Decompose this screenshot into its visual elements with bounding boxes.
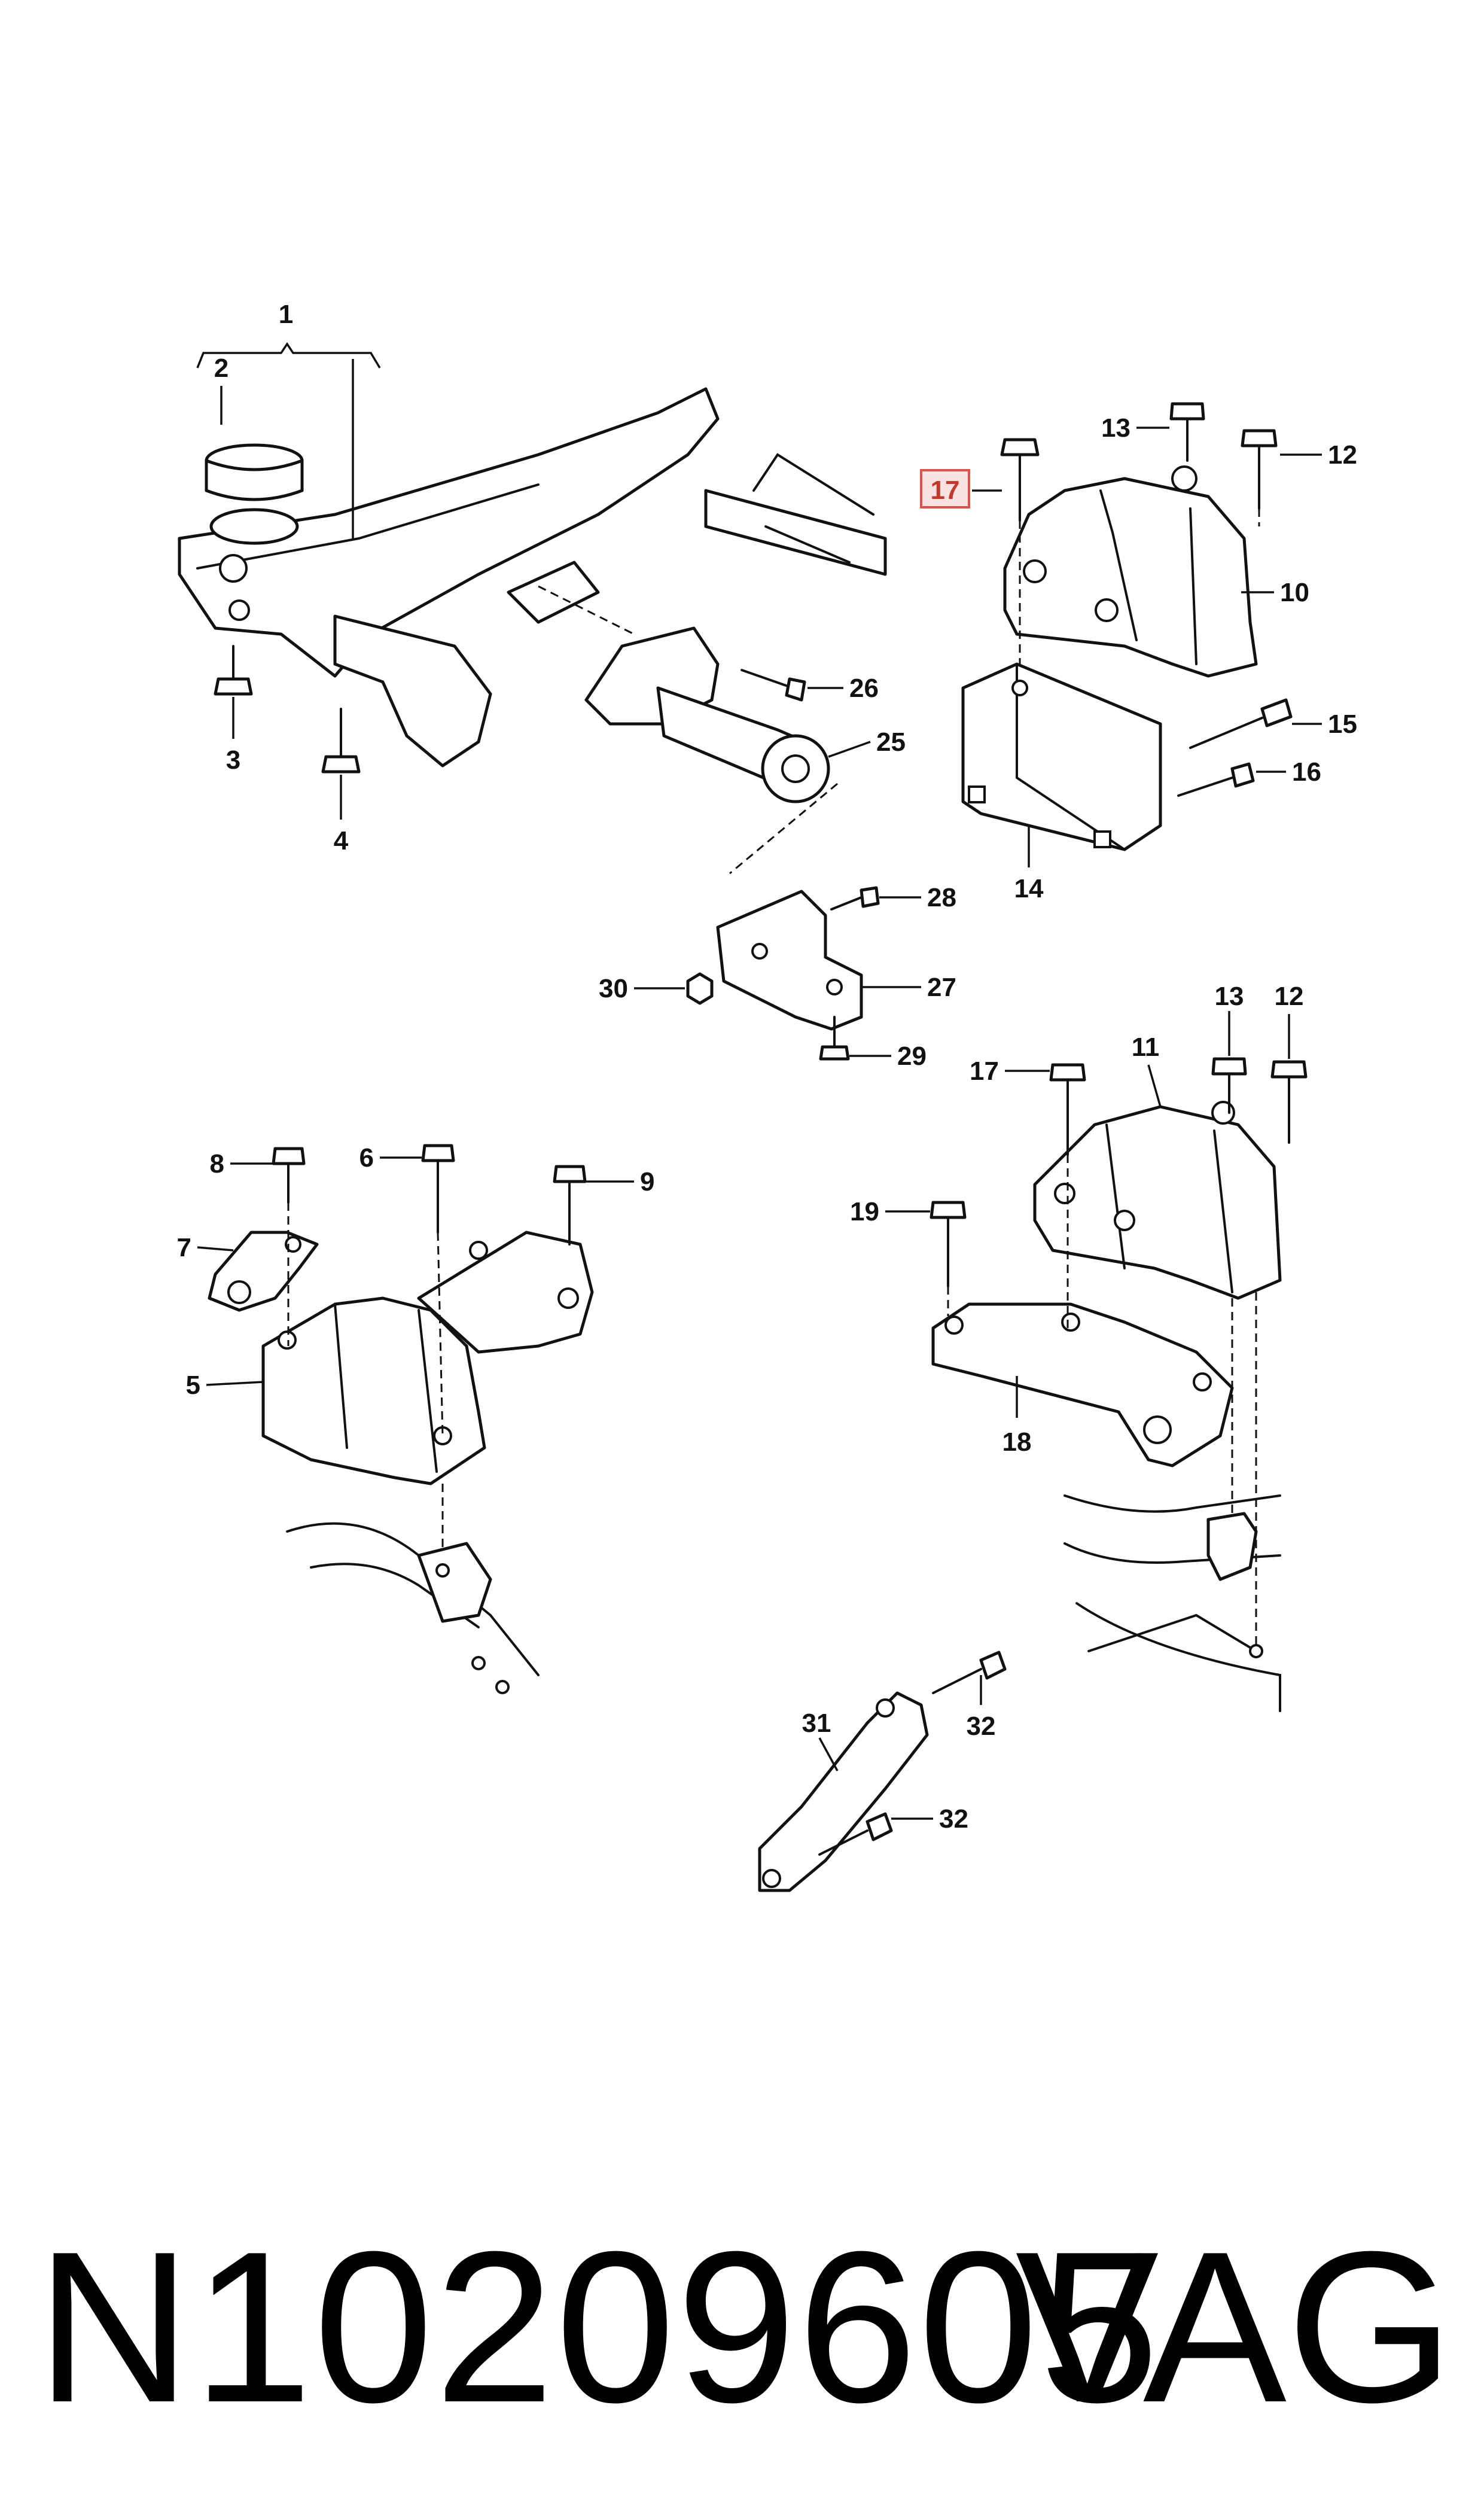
bolt-12-upper [1241,429,1278,510]
engine-support-18-part [931,1302,1234,1467]
bolt-15 [1189,698,1293,749]
callout-1: 1 [279,300,293,329]
bracket-7-part [208,1231,319,1312]
callout-10: 10 [1280,578,1309,607]
callout-30: 30 [599,974,628,1003]
bolt-32-upper [932,1651,1007,1694]
callout-12-upper: 12 [1328,440,1357,470]
bolt-17-lower [1049,1063,1086,1156]
bolt-16 [1177,762,1255,797]
callout-2: 2 [214,354,228,383]
bolt-28 [830,886,880,911]
bolt-12-lower [1270,1060,1308,1144]
part-number: N10209605 [36,2207,1160,2447]
callout-19: 19 [850,1197,879,1226]
callout-18: 18 [1002,1427,1032,1457]
bolt-13-upper [1169,402,1205,462]
callout-25: 25 [876,727,906,757]
callout-27: 27 [927,973,956,1002]
bolt-19 [930,1201,967,1287]
bolt-26 [741,669,806,702]
callout-32-upper: 32 [967,1712,996,1741]
bolt-13-lower [1211,1057,1247,1114]
bracket-27-part [716,890,863,1031]
callout-13-lower: 13 [1215,982,1244,1011]
engine-mount-5-part [261,1231,594,1485]
callout-17-lower: 17 [970,1056,999,1086]
torque-rod-part [584,626,830,803]
callout-29: 29 [897,1042,927,1071]
engine-block-fragment-left [286,1522,540,1694]
exploded-parts-diagram: 1 2 3 4 26 25 28 27 29 30 17 13 12 10 15… [177,300,1357,1892]
callout-26: 26 [849,674,879,703]
engine-mount-11-part [1033,1101,1282,1300]
engine-mount-10-part [1003,465,1258,678]
callout-14: 14 [1014,874,1044,903]
subframe-bolt-4 [321,708,361,774]
footer: N10209605 VAG [0,2202,1484,2453]
callout-28: 28 [927,883,956,912]
callout-8: 8 [210,1149,224,1179]
callout-32-lower: 32 [939,1804,968,1834]
callout-17-highlighted[interactable]: 17 [920,469,970,509]
subframe-bolt-3 [214,645,253,696]
callout-17-upper: 17 [931,476,960,505]
callout-16: 16 [1292,757,1321,787]
rubber-bushing-part [205,443,304,545]
bolt-8 [272,1147,306,1204]
callout-4: 4 [334,826,349,855]
bolt-17-upper [1000,438,1040,522]
callout-9: 9 [640,1167,654,1196]
callout-6: 6 [359,1143,374,1173]
bracket-31-part [758,1691,929,1892]
brand-label: VAG [1015,2207,1454,2447]
callout-15: 15 [1328,710,1357,739]
bolt-6 [421,1144,455,1234]
nut-30 [686,972,714,1005]
engine-block-fragment-right [1064,1494,1281,1712]
bolt-29 [819,1016,850,1061]
callout-7: 7 [177,1233,191,1262]
callout-12-lower: 12 [1275,982,1304,1011]
callout-3: 3 [226,745,240,775]
callout-31: 31 [802,1709,831,1738]
bracket-14-part [961,662,1162,851]
subframe-part [178,387,887,768]
bolt-32-lower [818,1812,893,1856]
callout-11: 11 [1132,1033,1160,1062]
bolt-9 [553,1165,587,1246]
callout-5: 5 [186,1371,200,1400]
callout-13-upper: 13 [1101,413,1130,443]
